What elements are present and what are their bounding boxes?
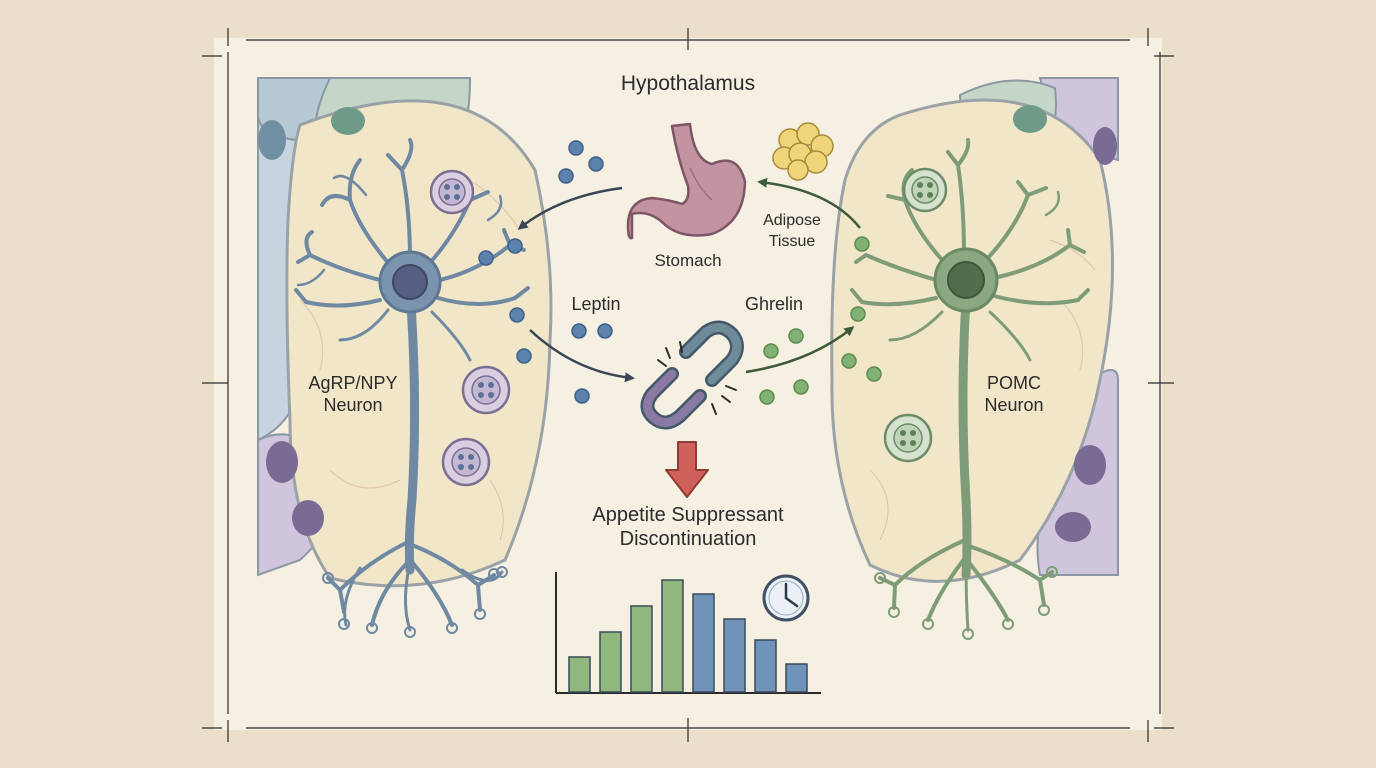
leptin-molecules — [478, 140, 613, 404]
vesicle-icon — [883, 413, 933, 463]
label-outcome-line2: Discontinuation — [620, 528, 757, 550]
label-agrp-line2: Neuron — [323, 395, 382, 415]
label-ghrelin: Ghrelin — [745, 294, 803, 314]
bar-chart-bars — [568, 579, 808, 693]
vesicle-icon — [441, 437, 491, 487]
adipose-tissue-icon — [772, 122, 834, 181]
bar-1 — [568, 656, 591, 693]
title-hypothalamus: Hypothalamus — [621, 72, 755, 95]
left-dendrite-tips — [322, 566, 508, 638]
pomc-neuron — [850, 138, 1090, 632]
label-adipose-line2: Tissue — [769, 233, 816, 250]
label-adipose-line1: Adipose — [763, 212, 821, 229]
down-arrow-icon — [665, 441, 709, 498]
left-tissue — [257, 77, 553, 588]
label-pomc-line2: Neuron — [984, 395, 1043, 415]
vesicle-icon — [429, 169, 475, 215]
label-leptin: Leptin — [571, 294, 620, 314]
right-tissue — [830, 77, 1119, 583]
vesicle-icon — [461, 365, 511, 415]
signal-arrows — [517, 177, 861, 383]
label-outcome-line1: Appetite Suppressant — [592, 504, 784, 526]
bar-6 — [723, 618, 746, 693]
bar-4 — [661, 579, 684, 693]
bar-7 — [754, 639, 777, 693]
label-pomc-line1: POMC — [987, 373, 1041, 393]
clock-icon — [762, 574, 810, 622]
frame-lines — [202, 28, 1174, 742]
label-stomach: Stomach — [654, 251, 721, 270]
bar-5 — [692, 593, 715, 693]
vesicle-icon — [902, 167, 948, 213]
bar-chart — [555, 572, 821, 694]
ghrelin-molecules — [759, 236, 882, 405]
stomach-icon — [626, 122, 747, 240]
bar-2 — [599, 631, 622, 693]
label-agrp-line1: AgRP/NPY — [308, 373, 397, 393]
bar-8 — [785, 663, 808, 693]
right-dendrite-tips — [874, 566, 1058, 640]
broken-link-icon — [640, 320, 744, 430]
bar-3 — [630, 605, 653, 693]
